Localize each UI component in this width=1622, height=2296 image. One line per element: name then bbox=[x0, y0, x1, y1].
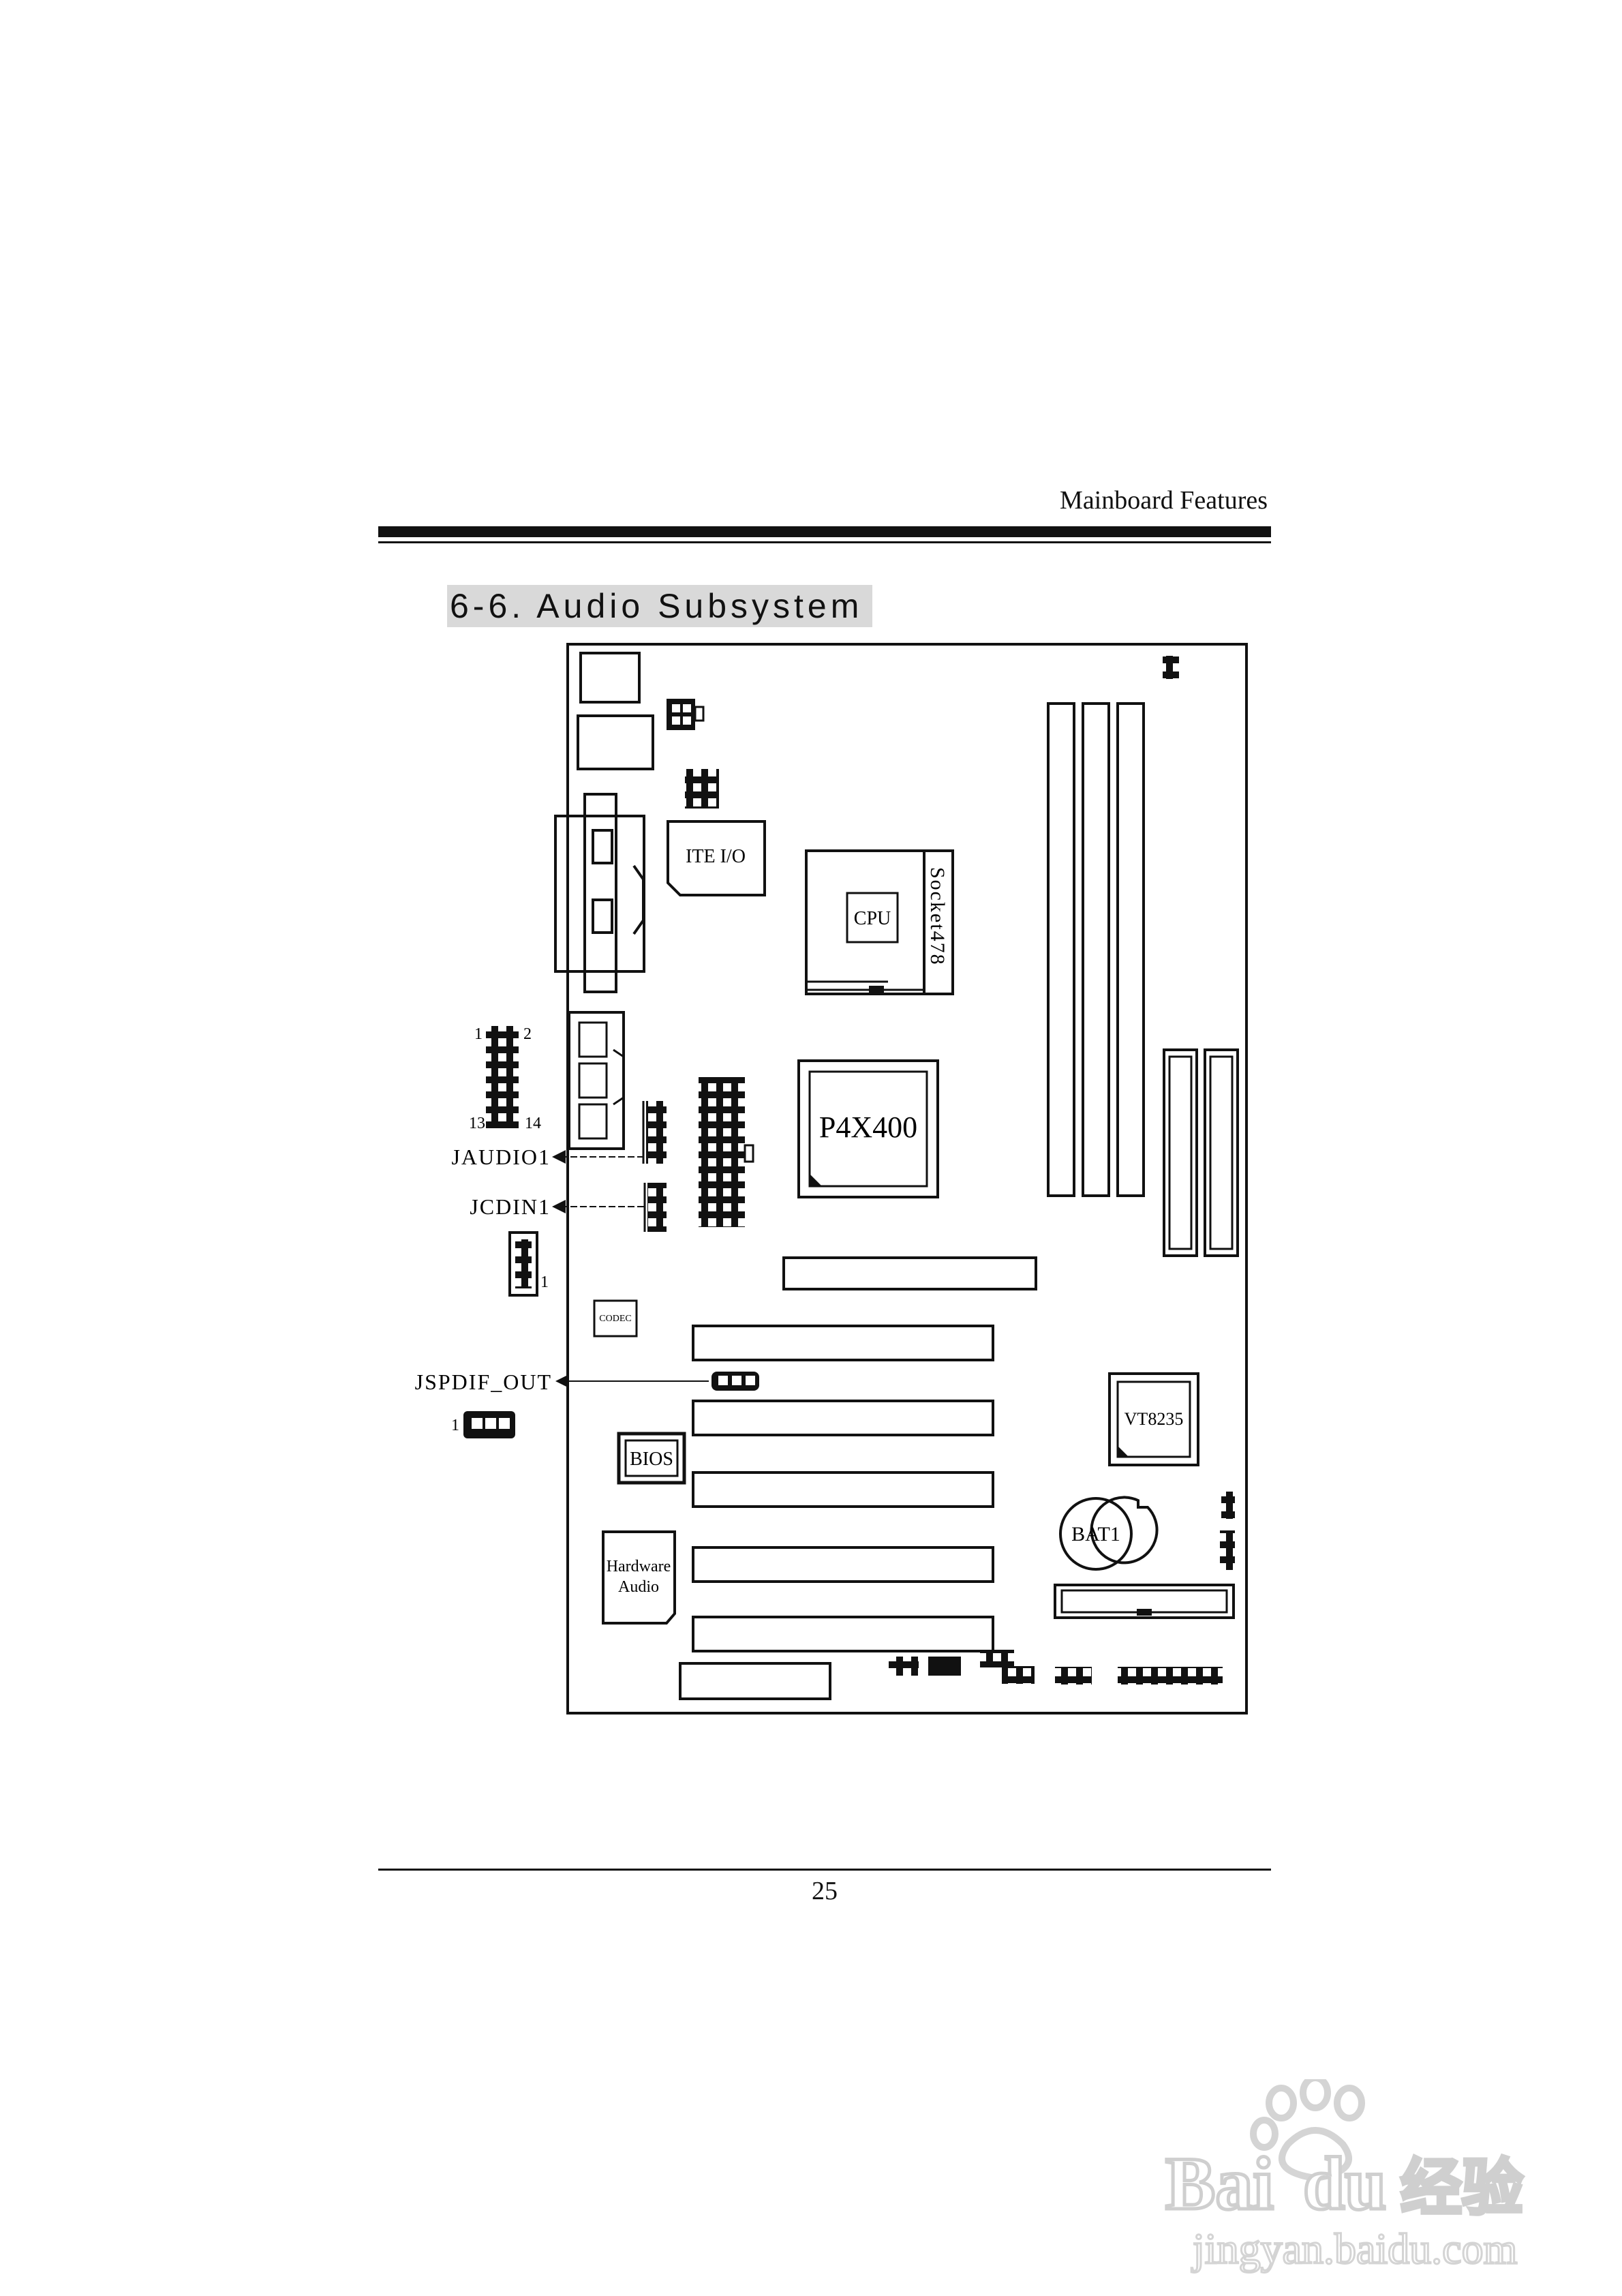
pci-slot-5 bbox=[692, 1616, 994, 1652]
svg-text:经验: 经验 bbox=[1401, 2155, 1523, 2222]
baidu-watermark-logo: Bai du 经验 jingyan.baidu.com bbox=[1164, 2079, 1525, 2274]
hardware-audio-label-line1: Hardware bbox=[607, 1558, 671, 1575]
bottom-header-5 bbox=[1055, 1667, 1092, 1685]
board-outline bbox=[566, 643, 1248, 1715]
fan-header-pair bbox=[685, 769, 719, 809]
jcdin1-pin1-label: 1 bbox=[540, 1273, 549, 1291]
jaudio1-pin-diagram bbox=[486, 1026, 519, 1128]
jspdif-pin1-label: 1 bbox=[451, 1417, 459, 1434]
jcdin1-onboard-header bbox=[647, 1183, 667, 1232]
atx-power-connector bbox=[699, 1077, 745, 1227]
battery-label: BAT1 bbox=[1071, 1523, 1120, 1545]
ite-io-label: ITE I/O bbox=[686, 846, 746, 867]
codec-label: CODEC bbox=[599, 1314, 631, 1324]
cpu-die bbox=[846, 892, 899, 943]
watermark-url: jingyan.baidu.com bbox=[1191, 2224, 1517, 2273]
section-title: 6-6. Audio Subsystem bbox=[447, 585, 873, 627]
agp-slot bbox=[782, 1256, 1037, 1290]
southbridge-chip bbox=[1108, 1372, 1199, 1466]
ite-io-chip bbox=[667, 820, 766, 896]
floppy-connector bbox=[1054, 1584, 1235, 1619]
ide-connector-2 bbox=[1204, 1048, 1239, 1257]
svg-text:du: du bbox=[1303, 2142, 1386, 2225]
jaudio1-pin2-label: 2 bbox=[523, 1025, 532, 1043]
bottom-header-2 bbox=[928, 1657, 961, 1676]
jumper-1 bbox=[1221, 1492, 1235, 1519]
dimm-slot-3 bbox=[1116, 702, 1145, 1197]
hardware-audio-label-line2: Audio bbox=[618, 1578, 659, 1596]
pci-slot-4 bbox=[692, 1546, 994, 1583]
jspdif-callout-label: JSPDIF_OUT bbox=[415, 1370, 552, 1394]
front-panel-header bbox=[1118, 1667, 1223, 1685]
header-rule-thin bbox=[378, 541, 1271, 543]
pci-slot-3 bbox=[692, 1471, 994, 1508]
footer-rule bbox=[378, 1869, 1271, 1871]
pci-slot-2 bbox=[692, 1400, 994, 1436]
ide-connector-1 bbox=[1163, 1048, 1198, 1257]
jaudio1-callout-label: JAUDIO1 bbox=[451, 1145, 551, 1169]
jaudio1-pin13-label: 13 bbox=[469, 1115, 485, 1132]
socket-label: Socket478 bbox=[926, 867, 949, 966]
header-section-label: Mainboard Features bbox=[1060, 486, 1268, 515]
ps2-connector bbox=[579, 652, 641, 704]
southbridge-label: VT8235 bbox=[1124, 1409, 1184, 1429]
jumper-2 bbox=[1220, 1530, 1235, 1570]
northbridge-chip bbox=[797, 1059, 939, 1198]
header-rule-thick bbox=[378, 526, 1271, 537]
dimm-slot-2 bbox=[1082, 702, 1110, 1197]
usb-connector bbox=[577, 714, 654, 770]
dimm-slot-1 bbox=[1047, 702, 1075, 1197]
bottom-header-1 bbox=[889, 1657, 919, 1676]
cpu-label: CPU bbox=[854, 908, 891, 929]
jaudio1-onboard-header bbox=[646, 1101, 667, 1164]
jaudio1-pin1-label: 1 bbox=[474, 1025, 483, 1043]
cnr-slot bbox=[679, 1662, 831, 1700]
atx12v-header bbox=[667, 699, 695, 730]
northbridge-label: P4X400 bbox=[819, 1111, 917, 1144]
pci-slot-1 bbox=[692, 1325, 994, 1361]
jcdin1-pin-diagram bbox=[508, 1231, 538, 1297]
audio-jack-stack bbox=[568, 1011, 625, 1150]
bottom-header-4 bbox=[1002, 1666, 1035, 1684]
codec-chip bbox=[593, 1299, 638, 1338]
bios-chip bbox=[617, 1432, 686, 1485]
jcdin1-callout-label: JCDIN1 bbox=[470, 1194, 551, 1219]
bios-label: BIOS bbox=[630, 1449, 673, 1470]
svg-text:Bai: Bai bbox=[1165, 2142, 1274, 2225]
hardware-audio-chip bbox=[602, 1530, 676, 1625]
page-number: 25 bbox=[812, 1877, 838, 1905]
jaudio1-pin14-label: 14 bbox=[525, 1115, 541, 1132]
bottom-header-3 bbox=[980, 1650, 1014, 1667]
